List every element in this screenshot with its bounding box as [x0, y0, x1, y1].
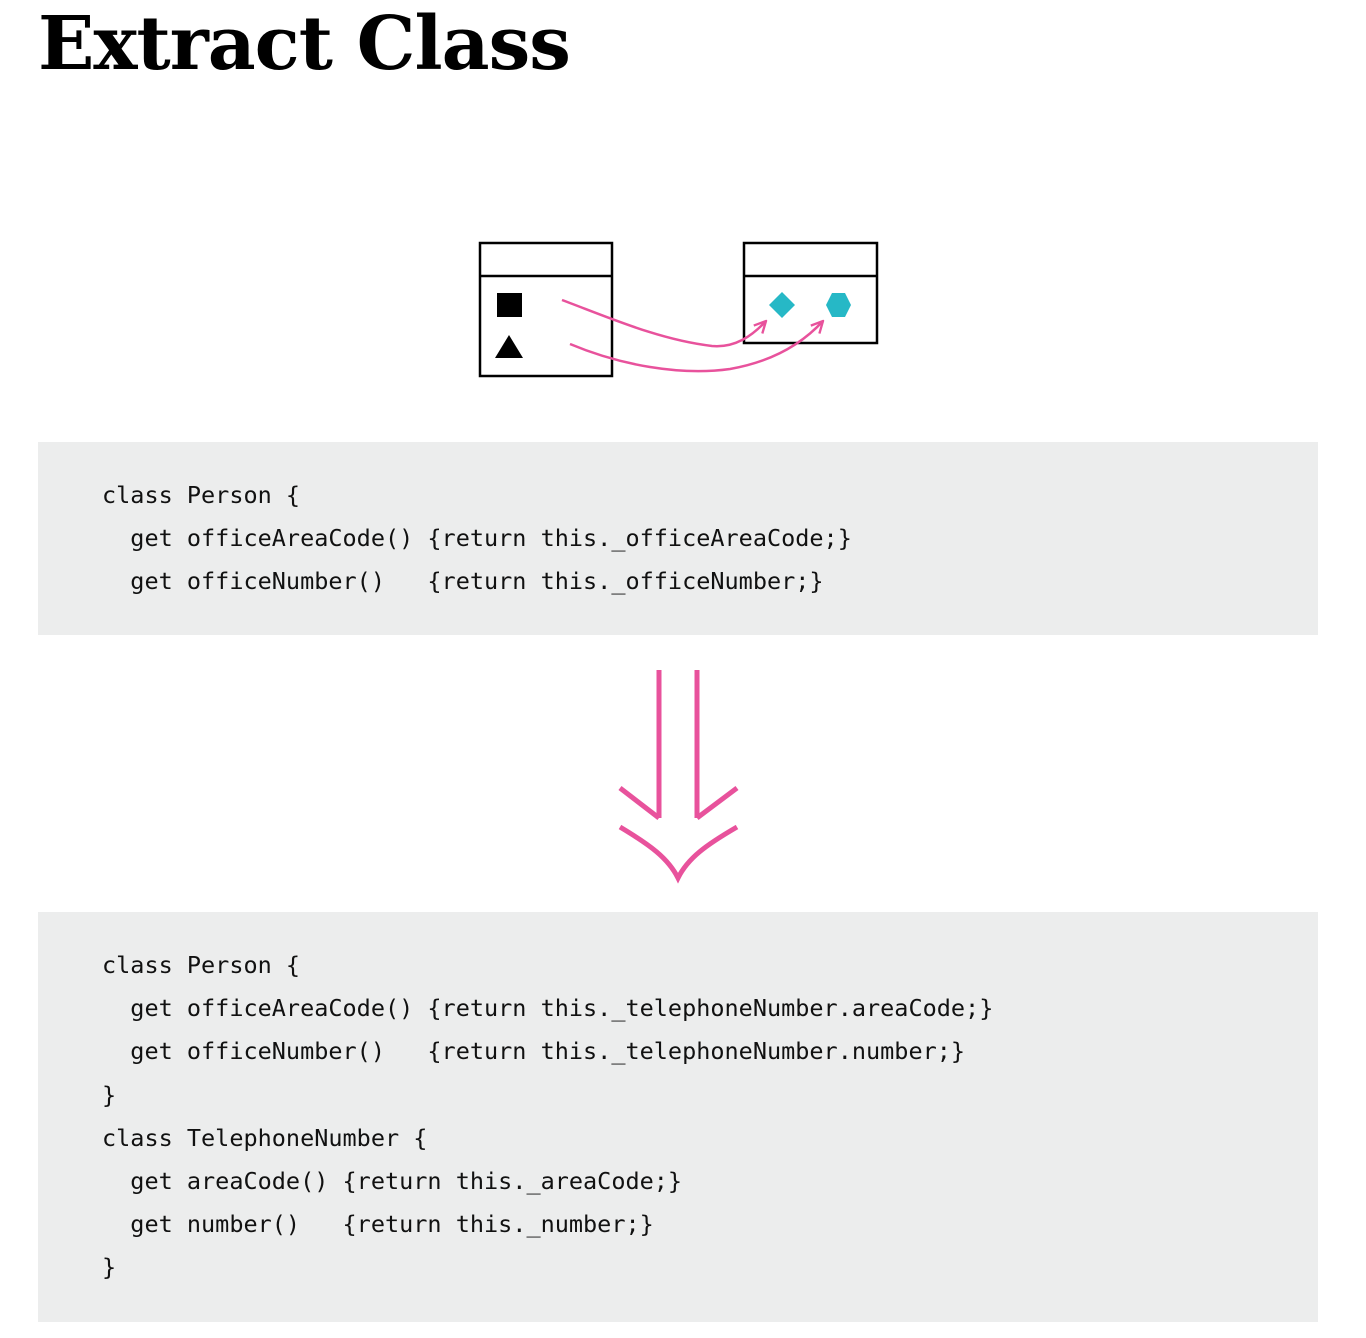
code-line: get officeAreaCode() {return this._offic… — [102, 524, 852, 553]
code-line: class Person { — [102, 481, 301, 509]
code-line: class Person { — [102, 951, 301, 979]
code-after: class Person { get officeAreaCode() {ret… — [38, 912, 1318, 1322]
code-line: get officeNumber() {return this._officeN… — [102, 567, 824, 596]
code-line: } — [102, 1253, 117, 1282]
code-line: get officeNumber() {return this._telepho… — [102, 1037, 966, 1066]
code-line: get officeAreaCode() {return this._telep… — [102, 994, 994, 1023]
move-arrow-square — [561, 298, 766, 348]
transform-down-arrow-icon — [618, 670, 739, 884]
code-line: class TelephoneNumber { — [102, 1123, 428, 1152]
move-arrow-triangle — [569, 321, 823, 373]
code-line: } — [102, 1080, 117, 1109]
code-line: get areaCode() {return this._areaCode;} — [102, 1166, 683, 1195]
code-before: class Person { get officeAreaCode() {ret… — [38, 442, 1318, 635]
page-title: Extract Class — [38, 1, 571, 87]
target-class-box — [742, 241, 879, 345]
hexagon-icon — [826, 293, 851, 317]
triangle-icon — [495, 335, 523, 358]
code-line: get number() {return this._number;} — [102, 1210, 654, 1239]
diamond-icon — [769, 292, 795, 318]
square-icon — [497, 293, 522, 317]
refactoring-diagram — [478, 241, 879, 884]
